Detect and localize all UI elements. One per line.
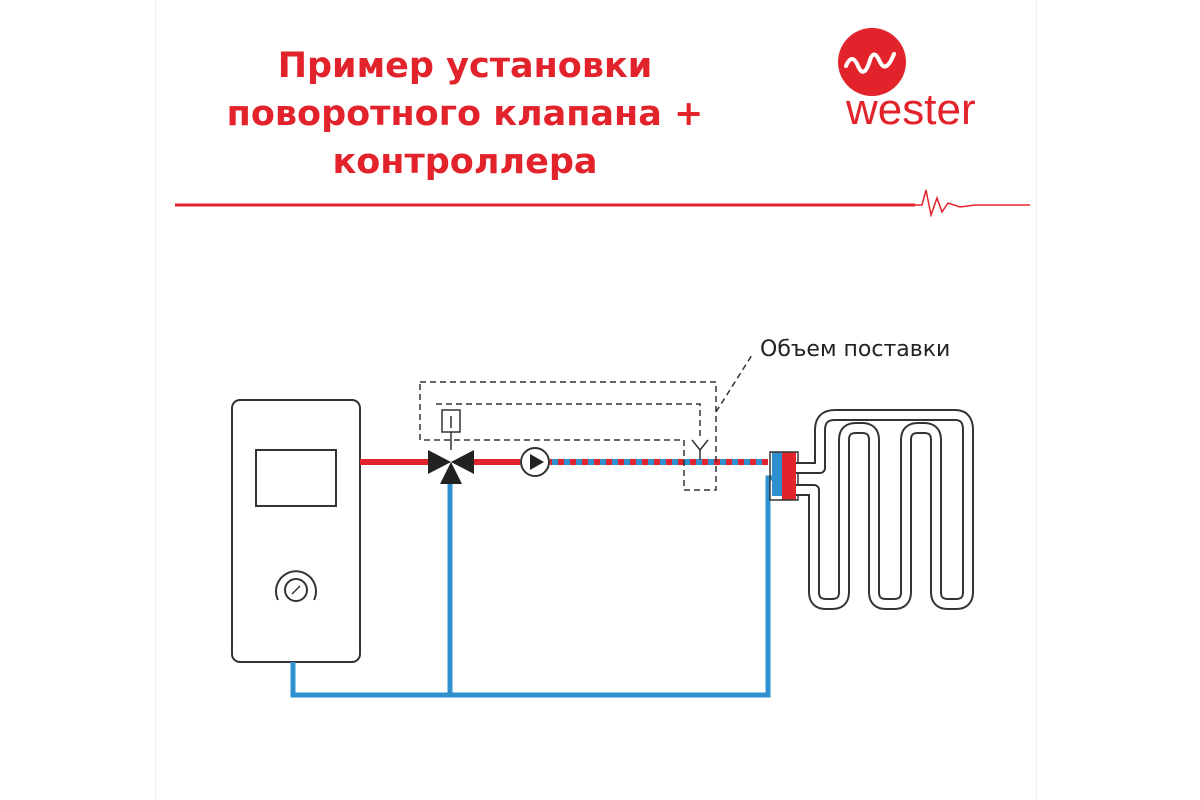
wester-logo: wester: [838, 28, 976, 134]
title-line-2: поворотного клапана +: [226, 94, 704, 134]
temperature-sensor: [691, 439, 709, 460]
title-line-1: Пример установки: [277, 46, 653, 86]
page-title: Пример установки поворотного клапана + к…: [200, 42, 730, 186]
manifold: [769, 451, 799, 501]
title-line-3: контроллера: [332, 142, 598, 182]
actuator: [441, 409, 461, 450]
floor-heating-loop: [796, 409, 974, 610]
return-pipe: [290, 475, 774, 698]
logo-circle: [838, 28, 906, 96]
boiler: [231, 399, 361, 663]
scope-of-delivery-box: [419, 354, 753, 491]
header-divider: [175, 189, 1030, 218]
logo-wave: [844, 52, 896, 74]
three-way-valve: [428, 450, 474, 484]
pump: [520, 447, 550, 477]
boiler-display: [255, 449, 337, 507]
scope-label: Объем поставки: [760, 337, 950, 362]
logo-text: wester: [845, 85, 976, 134]
